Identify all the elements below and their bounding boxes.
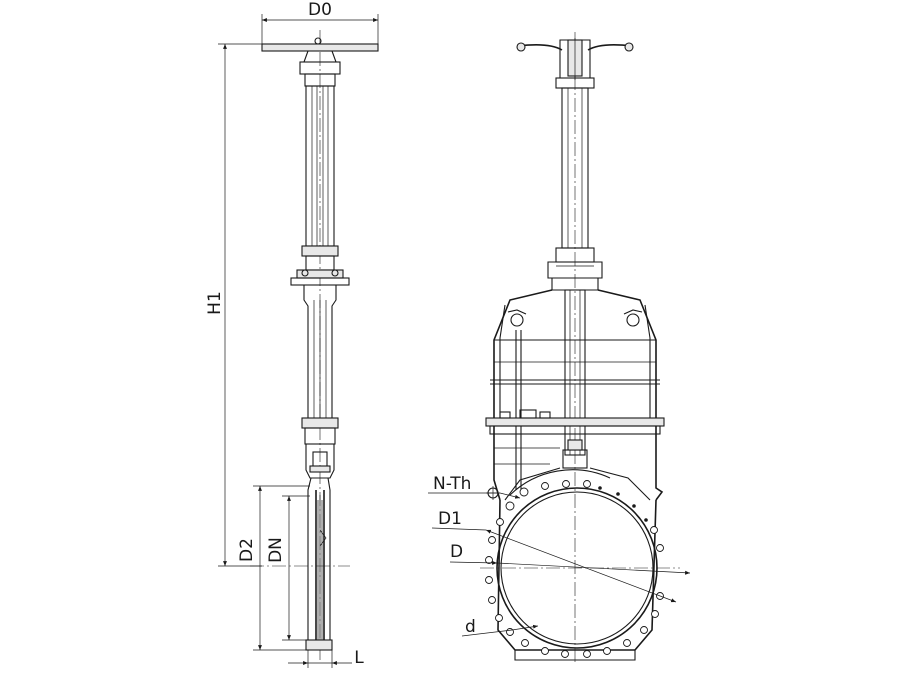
d-label: D	[450, 542, 463, 562]
gland-flange	[296, 269, 344, 279]
side-dimensions: D0 H1 D2 DN L	[205, 0, 379, 668]
nth-leader	[499, 492, 521, 499]
nth-label: N-Th	[433, 474, 471, 494]
handwheel-nut	[314, 37, 322, 45]
side-view	[250, 30, 379, 660]
small-d-label: d	[465, 617, 476, 637]
front-dimensions: N-Th D1 D d	[428, 474, 691, 637]
bolt-holes	[485, 480, 664, 658]
d1-label: D1	[438, 509, 462, 529]
d1-dimension-line	[485, 529, 677, 603]
handwheel-side	[261, 43, 379, 52]
d-dimension-line	[496, 562, 691, 575]
gate-plate	[307, 477, 331, 646]
front-view	[480, 32, 680, 665]
body-lower-outline	[497, 499, 657, 651]
flange-arc	[509, 469, 611, 496]
lifting-lug-left	[510, 313, 524, 327]
yoke-front	[547, 261, 603, 279]
dn-label: DN	[266, 537, 286, 563]
l-label: L	[354, 648, 364, 668]
body-bottom	[305, 639, 333, 651]
bonnet-flange	[290, 277, 350, 286]
lifting-lug-right	[626, 313, 640, 327]
small-d-leader	[511, 624, 539, 631]
d2-label: D2	[237, 538, 257, 562]
body-flange-side	[301, 417, 339, 429]
body-flange-front	[485, 417, 665, 427]
h1-label: H1	[205, 291, 225, 315]
yoke-flange	[301, 245, 339, 257]
lower-body	[305, 444, 335, 479]
d0-label: D0	[308, 0, 332, 20]
